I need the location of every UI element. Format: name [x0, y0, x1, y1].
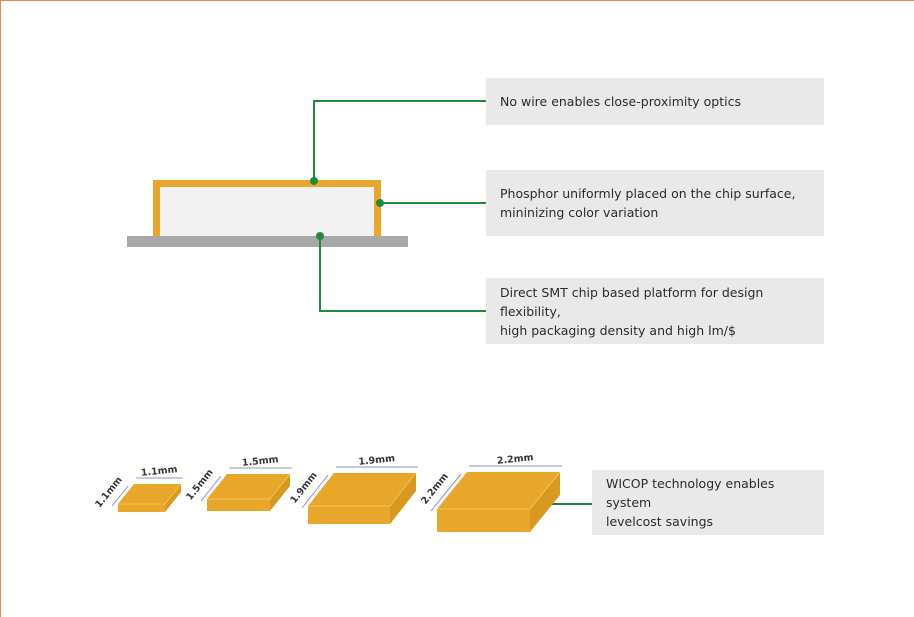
depth-dimension-line: [111, 485, 129, 507]
leader-no-wire: [313, 100, 486, 181]
chip-edge-highlight: [207, 473, 291, 500]
leader-lines: [313, 100, 592, 505]
leader-direct-smt: [319, 236, 486, 312]
frame-border-top: [0, 0, 914, 1]
callout-phosphor: Phosphor uniformly placed on the chip su…: [486, 170, 824, 236]
callout-no-wire: No wire enables close-proximity optics: [486, 78, 824, 125]
chip-width-label: 1.1mm: [140, 464, 178, 479]
chip-width-label: 1.5mm: [241, 454, 279, 469]
chip-edge-highlight: [308, 472, 417, 507]
chip-top-face: [437, 472, 560, 509]
chip-top-face: [207, 474, 290, 499]
callout-direct-smt: Direct SMT chip based platform for desig…: [486, 278, 824, 344]
phosphor-layer: [160, 187, 374, 236]
chip-front-face: [437, 509, 530, 532]
chip-side-face: [530, 472, 560, 532]
chip-front-face: [308, 506, 390, 524]
chip-front-face: [118, 504, 165, 512]
leader-dot-no-wire: [310, 177, 318, 185]
chip-top-face: [308, 473, 416, 506]
chip-edge-highlight: [118, 483, 182, 505]
depth-dimension-line: [430, 473, 462, 512]
chip-front-face: [207, 499, 270, 511]
depth-dimension-line: [301, 474, 329, 509]
chip-width-label: 2.2mm: [496, 452, 534, 467]
leader-dot-direct-smt: [316, 232, 324, 240]
chip-top-face: [118, 484, 181, 504]
substrate-bar: [127, 236, 408, 247]
callout-wicop: WICOP technology enables system levelcos…: [592, 470, 824, 535]
depth-dimension-line: [200, 475, 222, 502]
frame-border-left: [0, 0, 1, 617]
leader-dot-phosphor: [376, 199, 384, 207]
chip-width-label: 1.9mm: [358, 453, 396, 468]
package-cross-section: [127, 180, 408, 247]
chip-side-face: [165, 484, 181, 512]
chip-edge-highlight: [437, 471, 561, 510]
chip-side-face: [270, 474, 290, 511]
chip-side-face: [390, 473, 416, 524]
